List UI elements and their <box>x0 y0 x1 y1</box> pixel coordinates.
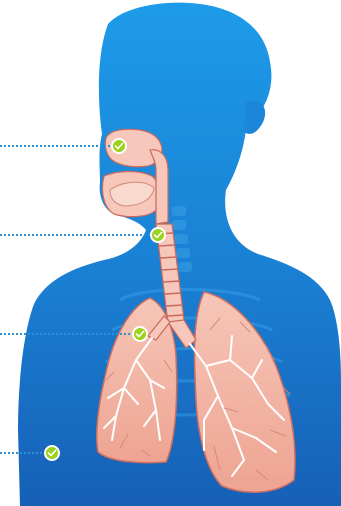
marker-larynx[interactable] <box>151 228 165 242</box>
marker-bronchus[interactable] <box>133 327 147 341</box>
marker-nasal-cavity[interactable] <box>112 139 126 153</box>
ear <box>244 101 265 134</box>
marker-diaphragm[interactable] <box>45 446 59 460</box>
